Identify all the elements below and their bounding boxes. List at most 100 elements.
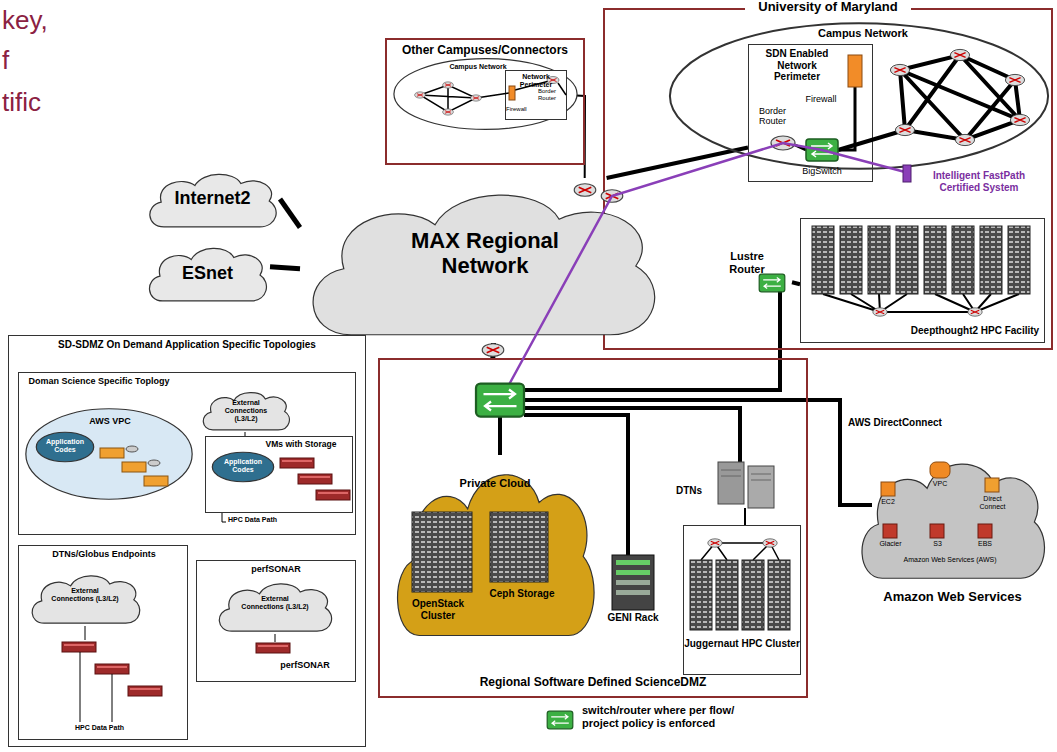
legend-entry: switch/router where per flow/ project po… xyxy=(582,704,762,729)
node-text: Lustre Router xyxy=(712,250,782,275)
node-text: SD-SDMZ On Demand Application Specific T… xyxy=(49,339,325,351)
node-text: Doman Science Specific Toplogy xyxy=(24,376,174,386)
network-cloud: Amazon Web Services xyxy=(855,450,1050,585)
switch-icon xyxy=(806,139,838,161)
device-label: GENI Rack xyxy=(603,550,663,645)
node-text: Private Cloud xyxy=(455,477,535,490)
part-label: Firewall xyxy=(798,94,844,104)
node-text: Juggernaut HPC Cluster xyxy=(684,638,800,650)
part-label: BigSwitch xyxy=(798,166,846,176)
part-label: HPC Data Path xyxy=(228,516,308,524)
network-cloud: MAX Regional Network xyxy=(300,178,665,343)
part-label: Glacier xyxy=(873,540,908,548)
part-label: perfSONAR xyxy=(265,660,345,670)
node-text: Amazon Web Services xyxy=(875,590,1030,605)
network-cloud: ESnet xyxy=(145,242,270,304)
part-label: S3 xyxy=(925,540,950,548)
node-text: External Connections (L3/L2) xyxy=(50,587,120,603)
network-link xyxy=(490,343,496,358)
part-label: HPC Data Path xyxy=(75,724,155,732)
region-box: University of MarylandCampus NetworkSDN … xyxy=(603,8,1053,350)
part-label: AWS DirectConnect xyxy=(848,417,978,429)
node-text: External Connections (L3/L2) xyxy=(216,399,276,423)
part-label: Direct Connect xyxy=(970,495,1015,511)
node-text: Internet2 xyxy=(155,188,270,209)
node-text: ESnet xyxy=(150,263,265,284)
network-link xyxy=(280,199,300,228)
campus-devices xyxy=(771,49,1030,161)
network-ellipse: AWS VPC Application Codes xyxy=(25,408,193,500)
network-ellipse: Campus NetworkSDN Enabled Network Perime… xyxy=(668,22,1050,170)
other-campus-mesh xyxy=(420,80,566,112)
sdmz-icons xyxy=(62,432,350,722)
node-text: MAX Regional Network xyxy=(405,228,565,279)
switch-link xyxy=(524,408,740,462)
node-text: Intelligent FastPath Certified System xyxy=(915,170,1043,193)
firewall-icon xyxy=(848,55,862,87)
part-label: Ceph Storage xyxy=(487,588,557,600)
region-box: DTNs/Globus EndpointsExternal Connection… xyxy=(18,545,188,740)
device-label: DTNs xyxy=(665,455,785,523)
part-label: Firewall xyxy=(506,106,546,113)
node-text: VMs with Storage xyxy=(251,440,351,450)
cloud-outline xyxy=(855,450,1050,585)
region-box: VMs with StorageApplication Codes xyxy=(205,436,353,513)
network-cloud: External Connections (L3/L2) xyxy=(215,578,335,634)
node-text: Other Campuses/Connectors xyxy=(387,44,583,58)
node-text: Deepthought2 HPC Facility xyxy=(909,325,1041,337)
aws-icons xyxy=(881,462,999,538)
campus-mesh xyxy=(795,55,1020,150)
network-link xyxy=(607,148,748,179)
region-box: Network Perimeter xyxy=(505,70,567,120)
node-text: SDN Enabled Network Perimeter xyxy=(753,48,841,83)
region-box: Regional Software Defined ScienceDMZ Priv… xyxy=(378,358,808,698)
network-cloud: External Connections (L3/L2) xyxy=(200,388,292,432)
node-text: Campus Network xyxy=(438,63,518,71)
network-link xyxy=(270,267,300,269)
node-text: External Connections (L3/L2) xyxy=(240,595,310,611)
node-text: University of Maryland xyxy=(745,0,911,15)
node-text: GENI Rack xyxy=(603,612,663,624)
legend-switch-icon xyxy=(547,711,573,729)
part-label: Border Router xyxy=(529,88,565,102)
network-cloud: External Connections (L3/L2) xyxy=(28,570,143,626)
region-box: Doman Science Specific ToplogyAWS VPC App… xyxy=(18,372,356,535)
router-icon xyxy=(771,136,795,150)
node-text: Regional Software Defined ScienceDMZ xyxy=(380,676,806,690)
node-text: Application Codes xyxy=(217,458,269,474)
sciencedmz-icons xyxy=(412,384,790,631)
part-label: EC2 xyxy=(873,498,903,506)
region-box: perfSONAR External Connections (L3/L2) xyxy=(196,560,356,682)
legend-text: switch/router where per flow/ project po… xyxy=(582,704,762,729)
node-text: Application Codes xyxy=(40,438,90,454)
fastpath-path xyxy=(505,143,911,392)
part-label: f xyxy=(2,46,72,76)
other-campus-devices xyxy=(415,77,559,116)
hpc-racks xyxy=(812,226,1030,316)
lustre-router-icon xyxy=(759,274,785,292)
part-label: Amazon Web Services (AWS) xyxy=(895,556,1005,564)
node-text: Campus Network xyxy=(818,27,908,40)
device-label: Lustre Router xyxy=(712,250,792,296)
part-label: VPC xyxy=(925,480,955,488)
region-box: Juggernaut HPC Cluster xyxy=(683,525,801,675)
node-text: DTNs xyxy=(665,485,713,497)
region-box: Other Campuses/ConnectorsCampus NetworkN… xyxy=(385,38,585,165)
node-text: Network Perimeter xyxy=(506,73,566,89)
network-link xyxy=(792,282,800,284)
node-text: perfSONAR xyxy=(197,564,355,574)
region-box: SD-SDMZ On Demand Application Specific T… xyxy=(8,335,366,747)
switch-link xyxy=(524,400,872,505)
max-routers xyxy=(482,184,623,357)
part-label: Border Router xyxy=(750,106,795,127)
node-text: DTNs/Globus Endpoints xyxy=(24,549,184,559)
part-label: key, xyxy=(2,6,72,36)
switch-link xyxy=(498,417,502,455)
part-label: OpenStack Cluster xyxy=(398,598,478,621)
region-box: Deepthought2 HPC Facility xyxy=(800,218,1045,343)
part-label: tific xyxy=(2,88,72,118)
network-ellipse: Application Codes xyxy=(212,452,274,482)
node-text: AWS VPC xyxy=(85,416,135,426)
network-ellipse: Application Codes xyxy=(36,432,94,462)
part-label: EBS xyxy=(970,540,1000,548)
